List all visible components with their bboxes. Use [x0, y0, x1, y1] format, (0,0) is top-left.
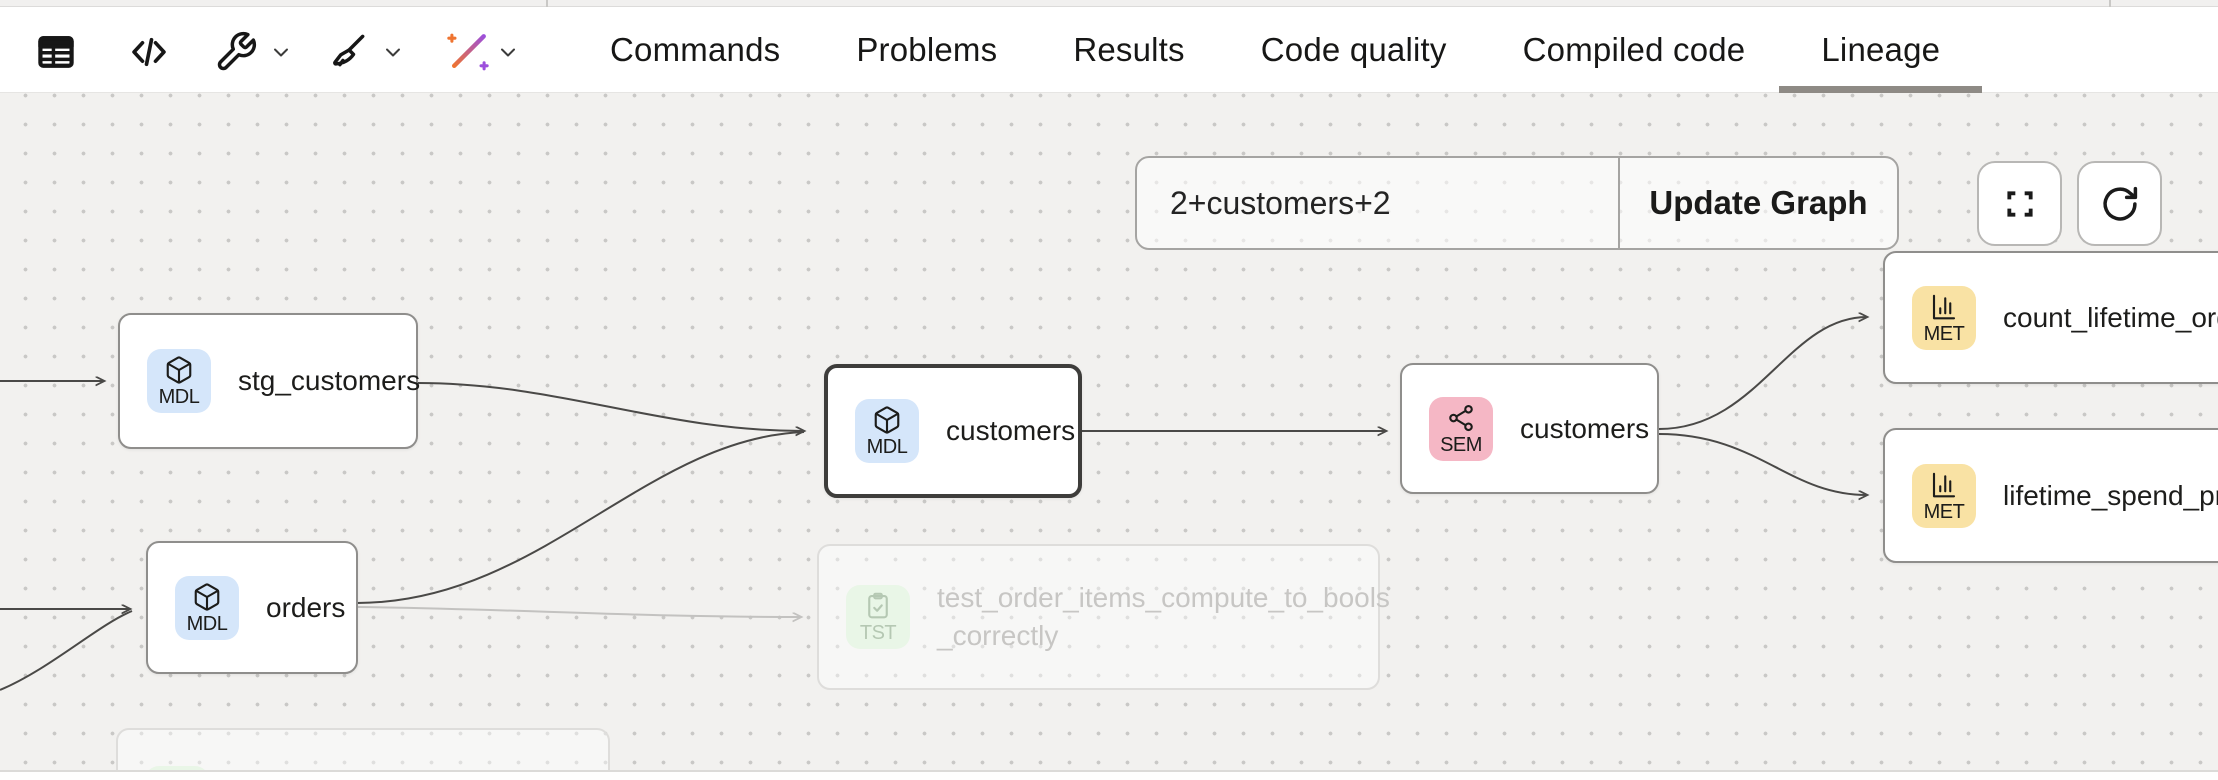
- lineage-edges: [0, 93, 2218, 691]
- metric-badge: MET: [1912, 463, 1976, 528]
- bar-chart-icon: [1932, 472, 1956, 497]
- pane-divider: [546, 0, 548, 7]
- bar-chart-icon: [1932, 294, 1956, 319]
- refresh-icon: [2102, 186, 2137, 221]
- chevron-down-icon[interactable]: [380, 39, 406, 65]
- tab-compiled-code[interactable]: Compiled code: [1522, 30, 1746, 68]
- node-test-hidden[interactable]: [116, 728, 610, 770]
- wrench-icon[interactable]: [213, 29, 259, 75]
- chevron-down-icon[interactable]: [268, 39, 294, 65]
- network-icon: [1449, 404, 1473, 431]
- tab-problems[interactable]: Problems: [856, 30, 998, 68]
- semantic-badge: SEM: [1429, 396, 1493, 461]
- cube-icon: [166, 356, 192, 384]
- test-badge: TST: [846, 585, 910, 649]
- code-icon[interactable]: [126, 29, 172, 75]
- model-badge: MDL: [147, 349, 211, 413]
- node-lifetime-spend-pretax[interactable]: MET lifetime_spend_pretax: [1883, 428, 2218, 563]
- node-customers-model[interactable]: MDL customers: [824, 364, 1082, 498]
- cube-icon: [874, 406, 900, 434]
- tab-commands[interactable]: Commands: [610, 30, 781, 68]
- test-badge: [145, 766, 209, 770]
- node-stg-customers[interactable]: MDL stg_customers: [118, 313, 420, 449]
- node-customers-semantic[interactable]: SEM customers: [1400, 363, 1659, 494]
- broom-icon[interactable]: [325, 29, 371, 75]
- editor-toolbar: Commands Problems Results Code quality C…: [0, 7, 2218, 93]
- cube-icon: [194, 582, 220, 611]
- update-graph-button[interactable]: Update Graph: [1649, 184, 1868, 221]
- magic-wand-icon[interactable]: [445, 29, 491, 75]
- fit-view-icon: [2006, 190, 2033, 217]
- graph-query-input[interactable]: [1137, 158, 1618, 248]
- bottom-strip: [0, 770, 2218, 780]
- fit-view-button[interactable]: [1977, 161, 2062, 246]
- pane-divider: [2109, 0, 2111, 7]
- metric-badge: MET: [1912, 285, 1976, 350]
- tab-lineage[interactable]: Lineage: [1779, 7, 1983, 93]
- node-count-lifetime-orders[interactable]: MET count_lifetime_orders: [1883, 251, 2218, 384]
- node-orders[interactable]: MDL orders: [146, 541, 358, 674]
- node-test-order-items[interactable]: TST test_order_items_compute_to_bools_co…: [817, 544, 1390, 690]
- refresh-button[interactable]: [2077, 161, 2162, 246]
- window-top-strip: [0, 0, 2218, 7]
- divider: [1618, 158, 1620, 248]
- tab-code-quality[interactable]: Code quality: [1260, 30, 1447, 68]
- tab-results[interactable]: Results: [1073, 30, 1185, 68]
- result-tabs: Commands Problems Results Code quality C…: [610, 7, 1983, 93]
- graph-query-group: Update Graph: [1135, 156, 1899, 250]
- model-badge: MDL: [175, 575, 239, 640]
- chevron-down-icon[interactable]: [495, 39, 521, 65]
- clipboard-check-icon: [868, 592, 888, 619]
- lineage-canvas[interactable]: Update Graph MDL: [0, 93, 2218, 770]
- table-icon[interactable]: [33, 29, 79, 75]
- model-badge: MDL: [855, 399, 919, 463]
